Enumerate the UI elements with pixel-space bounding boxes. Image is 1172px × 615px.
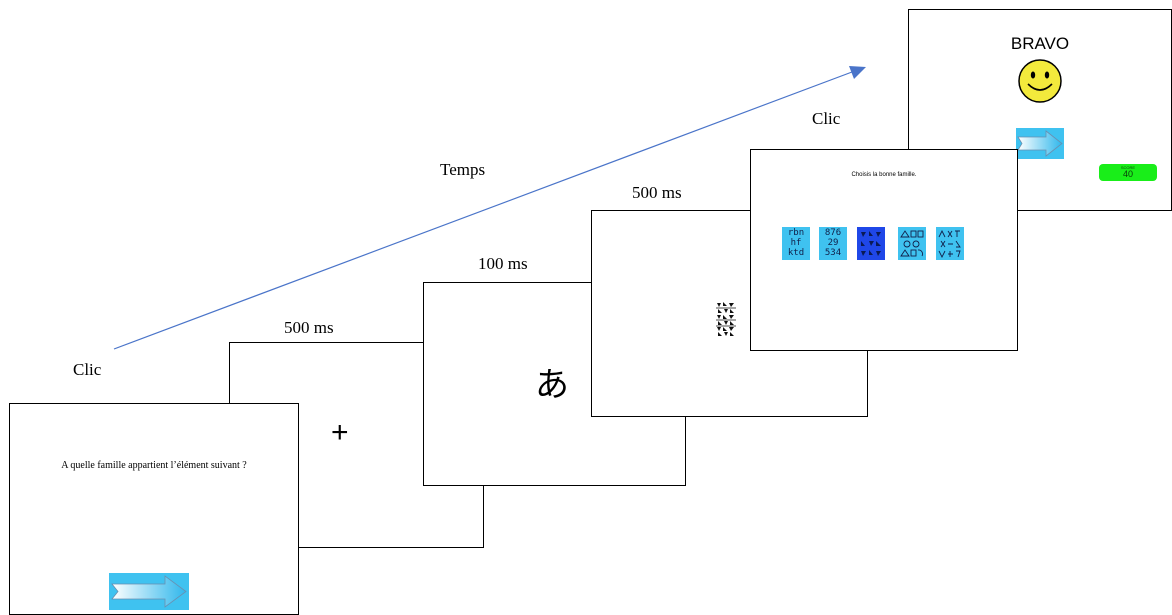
time-axis-label: Temps	[440, 160, 486, 179]
score-label: SCORE	[1120, 165, 1136, 170]
fixation-cross: +	[331, 416, 349, 449]
fixation-duration-label: 500 ms	[284, 318, 334, 337]
smiley-icon	[1018, 59, 1062, 103]
score-badge: SCORE 40	[1099, 164, 1157, 181]
option-line: 876	[824, 228, 842, 238]
family-option-letters[interactable]: rbn hf ktd	[782, 227, 810, 260]
choice-screen: Choisis la bonne famille. rbn hf ktd 876…	[750, 149, 1018, 351]
geometric-shapes-icon	[900, 230, 924, 257]
stimulus-duration-label: 100 ms	[478, 254, 528, 273]
mask-duration-label: 500 ms	[632, 183, 682, 202]
next-arrow-icon[interactable]	[1016, 128, 1064, 159]
option-line: rbn	[787, 228, 805, 238]
family-option-symbols[interactable]	[936, 227, 964, 260]
score-value: 40	[1122, 169, 1133, 179]
option-line: 29	[827, 238, 839, 248]
clic-start-label: Clic	[73, 360, 102, 379]
option-line: hf	[790, 238, 802, 248]
stimulus-character: あ	[535, 365, 569, 405]
family-option-selected[interactable]	[857, 227, 885, 260]
option-line: 534	[824, 248, 842, 258]
question-text: A quelle famille appartient l’élément su…	[61, 460, 247, 471]
mixed-symbols-icon	[861, 231, 881, 256]
symbols-icon	[938, 229, 961, 259]
family-option-digits[interactable]: 876 29 534	[819, 227, 847, 260]
clic-response-label: Clic	[812, 109, 841, 128]
family-option-shapes[interactable]	[898, 227, 926, 260]
next-arrow-icon[interactable]	[109, 573, 189, 610]
choice-instruction: Choisis la bonne famille.	[851, 172, 917, 178]
question-screen: A quelle famille appartient l’élément su…	[9, 403, 299, 615]
mask-pattern-icon	[716, 302, 736, 336]
option-line: ktd	[787, 248, 805, 258]
bravo-title: BRAVO	[1010, 34, 1070, 53]
